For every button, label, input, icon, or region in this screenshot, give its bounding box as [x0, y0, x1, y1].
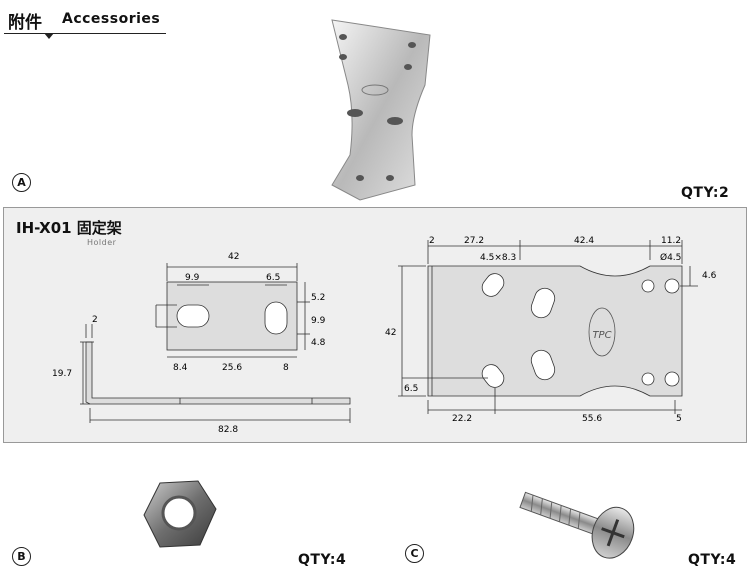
qty-c: QTY:4	[688, 552, 737, 568]
qty-a: QTY:2	[681, 185, 730, 201]
front-dim-42: 42	[228, 252, 239, 262]
marker-b: B	[12, 547, 31, 566]
side-dim-82-8: 82.8	[218, 425, 238, 435]
marker-c: C	[405, 544, 424, 563]
side-dim-19-7: 19.7	[52, 369, 72, 379]
front-dim-9-9-top: 9.9	[185, 273, 200, 283]
flat-view: TPC 2 27.2 42.4 11.2 4.5×8.3 Ø4.5 4.6 42…	[385, 236, 717, 424]
front-dim-5-2: 5.2	[311, 293, 325, 303]
flat-dim-55-6: 55.6	[582, 414, 602, 424]
front-dim-9-9-right: 9.9	[311, 316, 326, 326]
front-dim-25-6: 25.6	[222, 363, 242, 373]
side-view: 2 19.7 82.8	[52, 315, 351, 435]
screw-photo	[519, 491, 635, 559]
side-dim-2: 2	[92, 315, 98, 325]
qty-b: QTY:4	[298, 552, 347, 568]
front-view: 42 9.9 6.5 5.2 9.9 4.8 8.4 25.6 8	[155, 252, 326, 373]
flat-dim-42-4: 42.4	[574, 236, 594, 246]
flat-dim-27-2: 27.2	[464, 236, 484, 246]
flat-dim-42: 42	[385, 328, 396, 338]
front-dim-4-8: 4.8	[311, 338, 326, 348]
hex-nut-photo	[143, 480, 217, 548]
header-underline	[4, 33, 166, 34]
flat-dim-22-2: 22.2	[452, 414, 472, 424]
front-dim-6-5: 6.5	[266, 273, 280, 283]
drawing-title: IH-X01 固定架	[16, 219, 122, 237]
flat-dim-slot: 4.5×8.3	[480, 253, 516, 263]
flat-dim-6-5: 6.5	[404, 384, 418, 394]
drawing-subtitle: Holder	[87, 238, 117, 247]
front-dim-8: 8	[283, 363, 289, 373]
flat-dim-5: 5	[676, 414, 682, 424]
flat-dim-11-2: 11.2	[661, 236, 681, 246]
bracket-photo	[331, 19, 431, 201]
header-notch	[44, 33, 54, 39]
marker-a: A	[12, 173, 31, 192]
flat-dim-2: 2	[429, 236, 435, 246]
flat-logo-text: TPC	[592, 330, 611, 341]
header-title-en: Accessories	[62, 11, 161, 27]
flat-dim-4-6: 4.6	[702, 271, 717, 281]
front-dim-8-4: 8.4	[173, 363, 188, 373]
header-title-cn: 附件	[8, 13, 42, 33]
flat-dim-hole: Ø4.5	[660, 252, 681, 263]
